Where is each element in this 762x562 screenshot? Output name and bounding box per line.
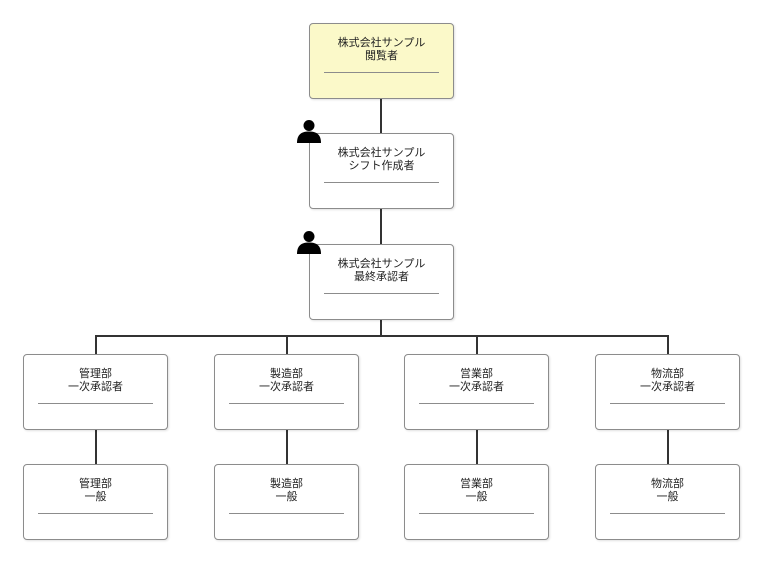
node-department-label: 物流部 <box>651 367 684 380</box>
node-logistics-approver[interactable]: 物流部 一次承認者 <box>595 354 740 430</box>
node-divider <box>38 513 153 514</box>
node-viewer[interactable]: 株式会社サンプル 閲覧者 <box>309 23 454 99</box>
node-role-label: 最終承認者 <box>354 270 409 283</box>
node-department-label: 管理部 <box>79 477 112 490</box>
node-divider <box>419 403 534 404</box>
node-divider <box>324 293 439 294</box>
node-role-label: シフト作成者 <box>348 159 415 172</box>
node-department-label: 製造部 <box>270 367 303 380</box>
node-divider <box>38 403 153 404</box>
connector-creator-to-approver <box>380 208 382 244</box>
node-manufacturing-approver[interactable]: 製造部 一次承認者 <box>214 354 359 430</box>
node-role-label: 一次承認者 <box>640 380 695 393</box>
connector-admin-to-general <box>95 430 97 465</box>
node-department-label: 営業部 <box>460 367 493 380</box>
node-divider <box>229 513 344 514</box>
connector-sales-to-general <box>476 430 478 465</box>
node-logistics-general[interactable]: 物流部 一般 <box>595 464 740 540</box>
connector-branch-sales <box>476 335 478 355</box>
connector-manufacturing-to-general <box>286 430 288 465</box>
node-role-label: 閲覧者 <box>365 49 398 62</box>
connector-branch-admin <box>95 335 97 355</box>
node-final-approver[interactable]: 株式会社サンプル 最終承認者 <box>309 244 454 320</box>
node-admin-general[interactable]: 管理部 一般 <box>23 464 168 540</box>
node-divider <box>419 513 534 514</box>
node-divider <box>229 403 344 404</box>
node-divider <box>324 182 439 183</box>
node-company-label: 株式会社サンプル <box>337 36 426 49</box>
connector-approver-down <box>380 319 382 336</box>
node-divider <box>610 403 725 404</box>
node-department-label: 物流部 <box>651 477 684 490</box>
node-role-label: 一般 <box>465 490 488 503</box>
node-company-label: 株式会社サンプル <box>337 146 426 159</box>
person-icon <box>297 231 321 254</box>
node-company-label: 株式会社サンプル <box>337 257 426 270</box>
connector-branch-manufacturing <box>286 335 288 355</box>
connector-viewer-to-creator <box>380 98 382 134</box>
node-role-label: 一次承認者 <box>259 380 314 393</box>
node-divider <box>324 72 439 73</box>
node-role-label: 一般 <box>656 490 679 503</box>
node-department-label: 製造部 <box>270 477 303 490</box>
connector-branch-logistics <box>667 335 669 355</box>
node-sales-general[interactable]: 営業部 一般 <box>404 464 549 540</box>
node-role-label: 一次承認者 <box>68 380 123 393</box>
person-icon <box>297 120 321 143</box>
node-divider <box>610 513 725 514</box>
node-department-label: 管理部 <box>79 367 112 380</box>
node-manufacturing-general[interactable]: 製造部 一般 <box>214 464 359 540</box>
node-shift-creator[interactable]: 株式会社サンプル シフト作成者 <box>309 133 454 209</box>
connector-branch-horizontal <box>95 335 669 337</box>
connector-logistics-to-general <box>667 430 669 465</box>
node-admin-approver[interactable]: 管理部 一次承認者 <box>23 354 168 430</box>
node-sales-approver[interactable]: 営業部 一次承認者 <box>404 354 549 430</box>
node-role-label: 一次承認者 <box>449 380 504 393</box>
node-role-label: 一般 <box>275 490 298 503</box>
node-department-label: 営業部 <box>460 477 493 490</box>
node-role-label: 一般 <box>84 490 107 503</box>
